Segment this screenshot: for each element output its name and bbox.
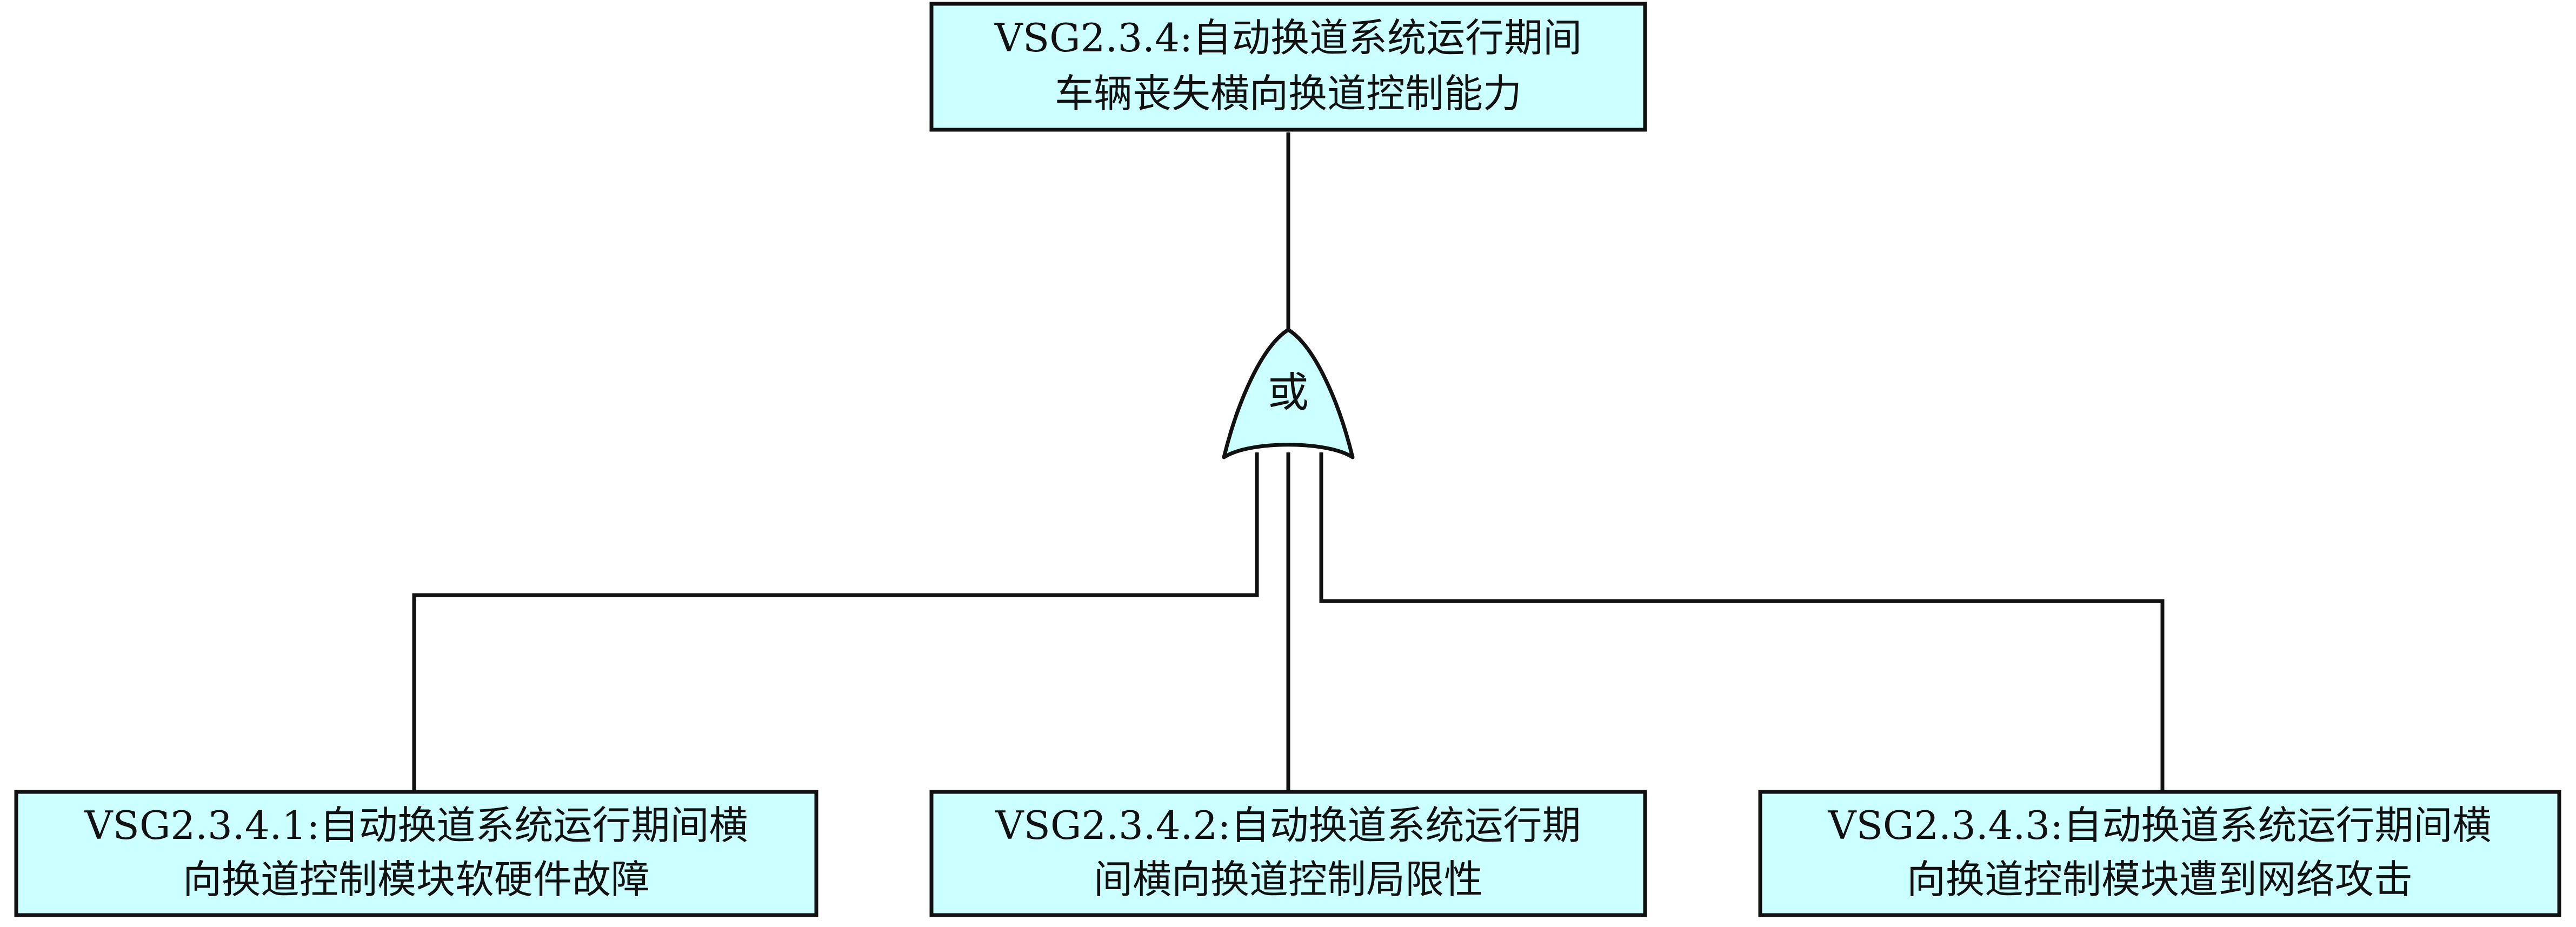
child-event-3-label-line2: 向换道控制模块遭到网络攻击 <box>1907 857 2413 902</box>
or-gate-shape <box>1222 328 1355 459</box>
child-event-3-label-line1: VSG2.3.4.3:自动换道系统运行期间横 <box>1828 803 2492 848</box>
top-event-label-line1: VSG2.3.4:自动换道系统运行期间 <box>994 15 1582 61</box>
top-event-node: VSG2.3.4:自动换道系统运行期间 车辆丧失横向换道控制能力 <box>929 2 1647 132</box>
child-event-box-3 <box>1758 790 2561 917</box>
or-gate-label: 或 <box>1268 368 1309 416</box>
child-event-box-1 <box>14 790 818 917</box>
child-event-1-label-line1: VSG2.3.4.1:自动换道系统运行期间横 <box>84 803 748 848</box>
connectors <box>412 132 2165 791</box>
gate-to-child-1-line <box>412 452 1259 791</box>
top-event-box <box>929 2 1647 132</box>
child-event-node-2: VSG2.3.4.2:自动换道系统运行期 间横向换道控制局限性 <box>929 790 1647 917</box>
child-event-1-label-line2: 向换道控制模块软硬件故障 <box>183 857 650 902</box>
or-gate: 或 <box>1222 328 1355 459</box>
top-event-label-line2: 车辆丧失横向换道控制能力 <box>1055 71 1522 116</box>
child-event-2-label-line1: VSG2.3.4.2:自动换道系统运行期 <box>995 803 1581 848</box>
child-event-node-3: VSG2.3.4.3:自动换道系统运行期间横 向换道控制模块遭到网络攻击 <box>1758 790 2561 917</box>
child-event-box-2 <box>929 790 1647 917</box>
child-event-node-1: VSG2.3.4.1:自动换道系统运行期间横 向换道控制模块软硬件故障 <box>14 790 818 917</box>
child-event-2-label-line2: 间横向换道控制局限性 <box>1094 857 1483 902</box>
gate-to-child-3-line <box>1319 452 2165 791</box>
